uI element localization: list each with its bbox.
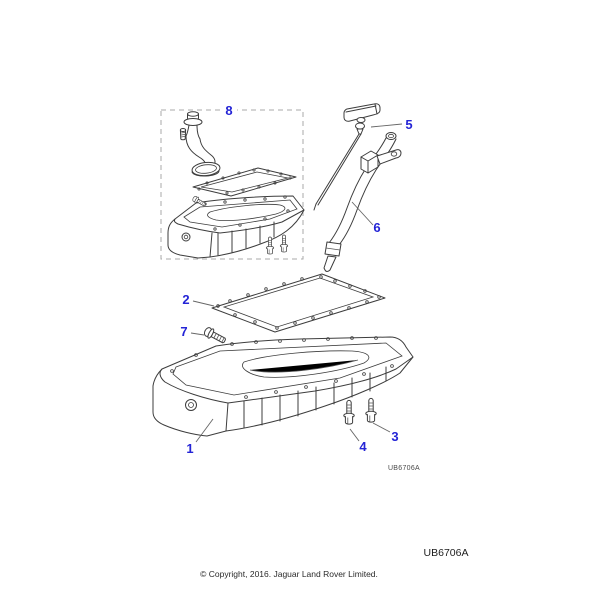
pan-bolt-3-drawing [365, 397, 377, 423]
leader-line-5 [370, 123, 403, 128]
assembly-dashed-box [160, 109, 304, 260]
leader-line-7 [190, 332, 205, 336]
upper-sump-bolts-drawing [265, 234, 289, 255]
callout-8[interactable]: 8 [225, 103, 232, 118]
sump-gasket-drawing [211, 273, 386, 333]
callout-labels: 1 2 3 4 5 6 7 8 [180, 103, 412, 456]
figure-code-footer: UB6706A [424, 547, 469, 559]
pan-bolt-4-drawing [343, 399, 355, 425]
leader-line-6 [351, 201, 374, 226]
pickup-bolt-drawing [179, 128, 187, 141]
callout-6[interactable]: 6 [373, 220, 380, 235]
leader-lines [190, 123, 403, 443]
callout-4[interactable]: 4 [359, 439, 367, 454]
leader-line-4 [349, 428, 360, 442]
leader-line-2 [192, 300, 215, 307]
callout-3[interactable]: 3 [391, 429, 398, 444]
oil-pickup-tube-drawing [183, 111, 221, 177]
dipstick-tube-drawing [323, 132, 402, 272]
upper-gasket-drawing [192, 167, 297, 197]
oil-pan-drawing [152, 336, 414, 437]
upper-sump-drawing [167, 195, 305, 259]
figure-code-inline: UB6706A [388, 465, 420, 472]
callout-7[interactable]: 7 [180, 324, 187, 339]
callout-1[interactable]: 1 [186, 441, 193, 456]
callout-5[interactable]: 5 [405, 117, 412, 132]
callout-8-backing [221, 103, 237, 116]
upper-sump-flange-bolt-drawing [192, 196, 206, 207]
leader-line-1 [195, 418, 214, 443]
flange-bolt-drawing [203, 327, 226, 344]
copyright-text: © Copyright, 2016. Jaguar Land Rover Lim… [200, 569, 378, 579]
callout-2[interactable]: 2 [182, 292, 189, 307]
dipstick-drawing [313, 103, 381, 211]
leader-line-3 [372, 422, 391, 433]
